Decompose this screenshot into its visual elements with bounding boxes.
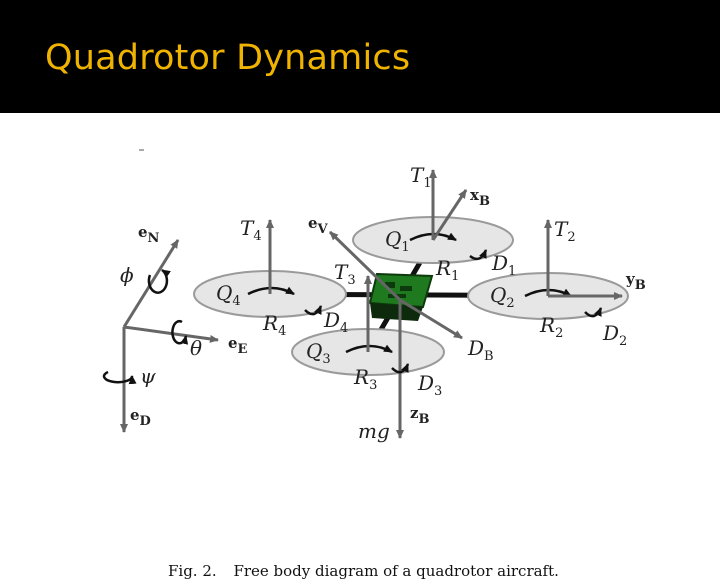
slide-title: Quadrotor Dynamics xyxy=(45,38,411,78)
label-T1: T1 xyxy=(410,163,432,191)
caption-number: Fig. 2. xyxy=(168,562,217,580)
pitch-rotation-icon xyxy=(171,320,189,345)
label-T4: T4 xyxy=(240,216,262,244)
free-body-diagram-figure: T1 T2 T3 T4 Q1 Q2 Q3 Q4 R1 R2 R3 R4 D1 D… xyxy=(0,113,720,580)
diagram-labels: T1 T2 T3 T4 Q1 Q2 Q3 Q4 R1 R2 R3 R4 D1 D… xyxy=(120,163,646,443)
label-T2: T2 xyxy=(554,217,576,245)
label-D3: D3 xyxy=(417,371,442,399)
thrust-arrows xyxy=(266,169,552,352)
label-theta: θ xyxy=(190,336,202,360)
figure-caption: Fig. 2. Free body diagram of a quadrotor… xyxy=(168,562,559,580)
label-R4: R4 xyxy=(262,311,286,339)
eN-axis xyxy=(122,239,180,328)
label-R2: R2 xyxy=(539,313,563,341)
label-xB: xB xyxy=(470,186,490,209)
title-bar: Quadrotor Dynamics xyxy=(0,0,720,113)
label-phi: ϕ xyxy=(120,263,134,287)
label-eN: eN xyxy=(138,223,160,246)
label-DB: DB xyxy=(467,336,494,364)
label-Q3: Q3 xyxy=(306,339,331,367)
label-Q2: Q2 xyxy=(490,283,515,311)
label-R3: R3 xyxy=(353,365,377,393)
caption-text: Free body diagram of a quadrotor aircraf… xyxy=(233,562,559,580)
label-eE: eE xyxy=(228,334,248,357)
label-psi: ψ xyxy=(140,364,156,388)
label-mg: mg xyxy=(358,419,390,443)
label-eV: eV xyxy=(308,214,329,237)
body-vectors xyxy=(304,189,623,439)
label-zB: zB xyxy=(410,404,430,427)
label-D1: D1 xyxy=(491,251,516,279)
yaw-rotation-icon xyxy=(102,370,137,385)
roll-rotation-icon xyxy=(147,268,171,294)
label-yB: yB xyxy=(625,270,646,293)
label-T3: T3 xyxy=(334,260,356,288)
label-Q4: Q4 xyxy=(216,281,241,309)
eE-axis xyxy=(123,325,219,343)
free-body-diagram: T1 T2 T3 T4 Q1 Q2 Q3 Q4 R1 R2 R3 R4 D1 D… xyxy=(102,149,646,443)
label-eD: eD xyxy=(130,406,151,429)
label-R1: R1 xyxy=(435,256,459,284)
label-D2: D2 xyxy=(602,321,627,349)
label-D4: D4 xyxy=(323,308,348,336)
inertial-frame xyxy=(102,239,219,433)
label-Q1: Q1 xyxy=(385,227,410,255)
